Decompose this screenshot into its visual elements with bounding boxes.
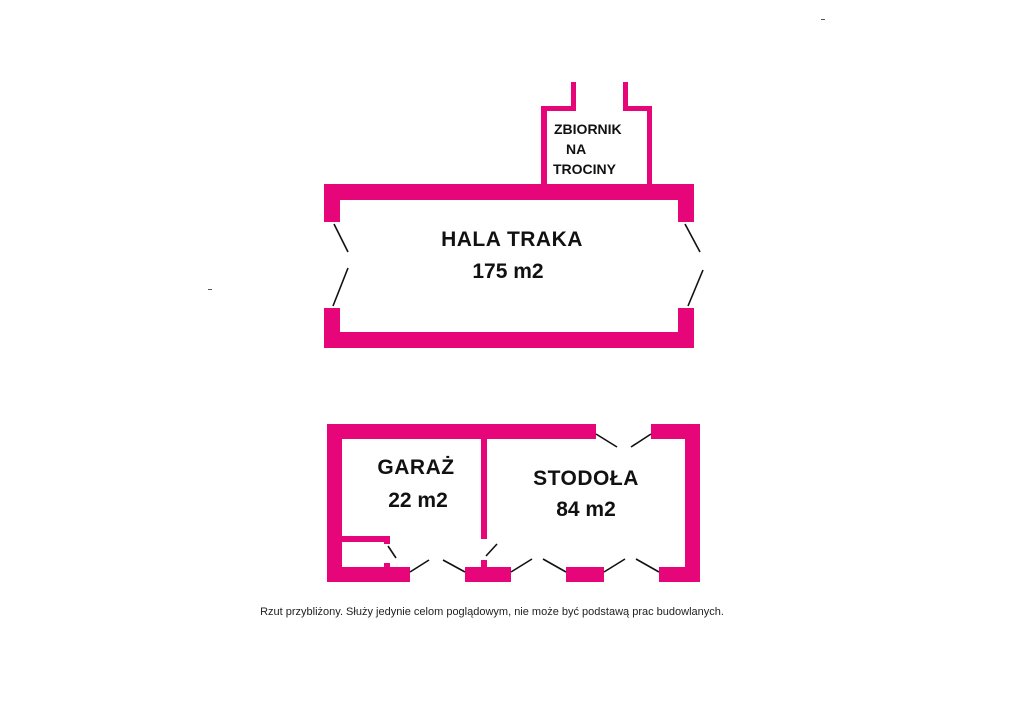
barn-area: 84 m2 — [556, 498, 616, 521]
hall-name: HALA TRAKA — [441, 228, 583, 251]
tank-walls — [541, 82, 652, 184]
tank-label-line1: ZBIORNIK — [554, 121, 622, 137]
disclaimer-caption: Rzut przybliżony. Służy jedynie celom po… — [260, 606, 724, 618]
garage-name: GARAŻ — [377, 456, 455, 479]
barn-name: STODOŁA — [533, 467, 639, 490]
tank-label-line2: NA — [566, 141, 587, 157]
hall-area: 175 m2 — [472, 260, 544, 283]
hall-walls — [324, 184, 694, 348]
hall-doors — [332, 223, 704, 307]
lower-building-walls — [327, 424, 700, 582]
scan-speck — [208, 289, 212, 290]
garage-area: 22 m2 — [388, 489, 448, 512]
scan-speck — [821, 19, 825, 20]
tank-label-line3: TROCINY — [553, 161, 616, 177]
lower-building-doors — [387, 433, 660, 573]
